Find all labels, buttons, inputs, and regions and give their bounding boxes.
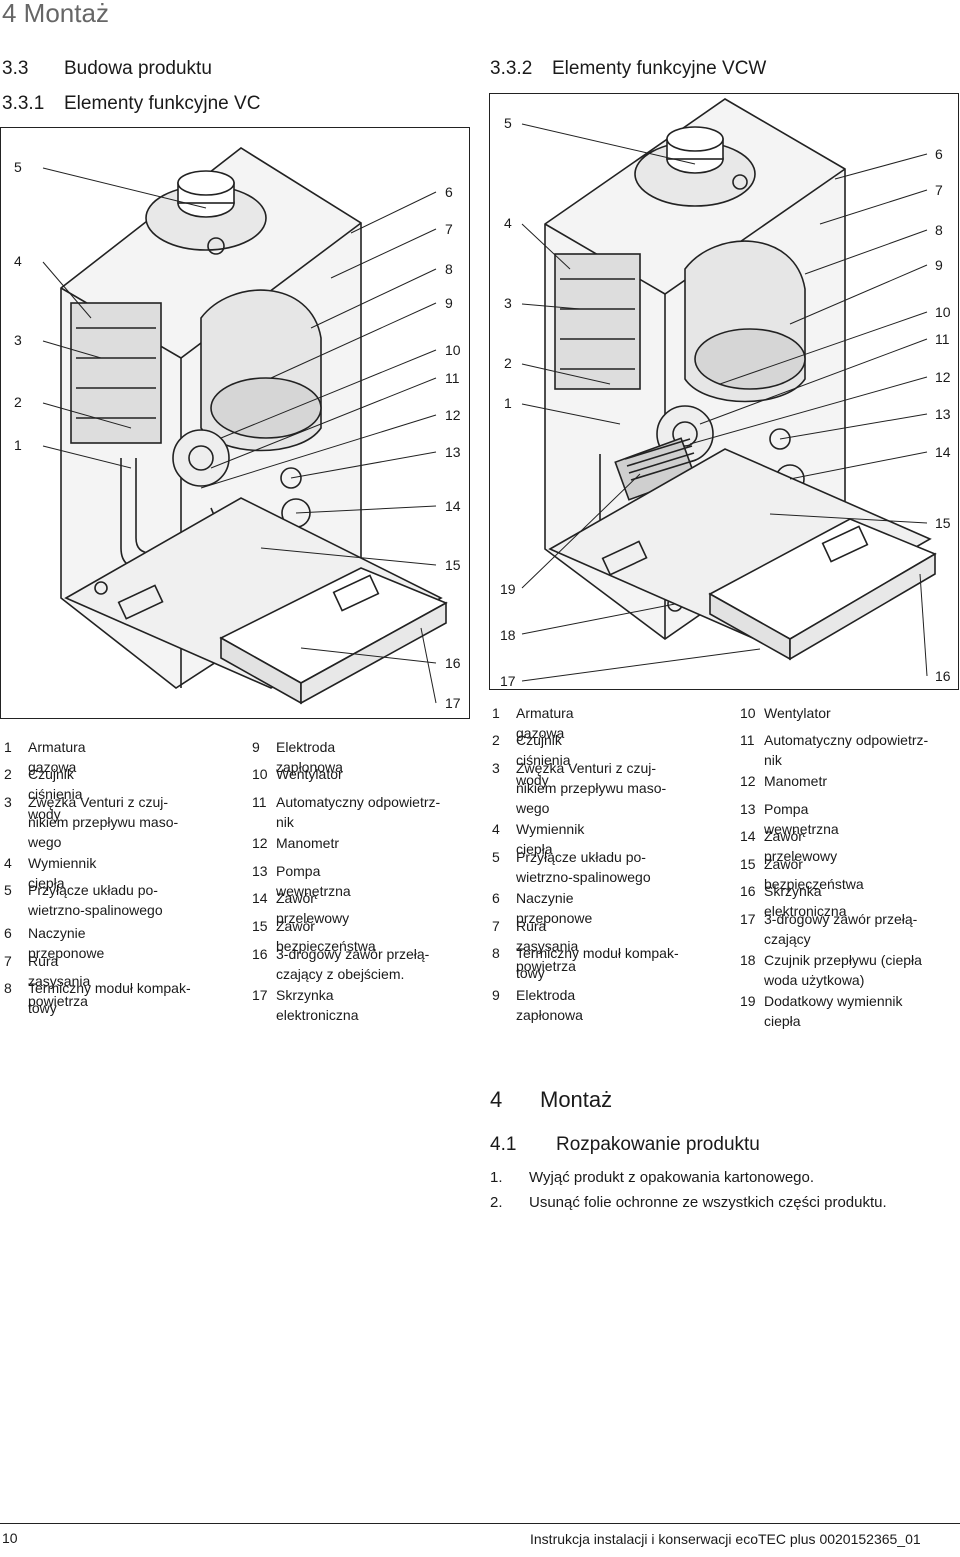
- callout-14: 14: [935, 444, 951, 460]
- callout-15: 15: [935, 515, 951, 531]
- callout-4: 4: [504, 215, 512, 231]
- step-number: 1.: [490, 1169, 503, 1186]
- boiler-vc-illustration: [42, 147, 448, 705]
- callout-1: 1: [14, 437, 22, 453]
- callout-9: 9: [445, 295, 453, 311]
- callout-1: 1: [504, 395, 512, 411]
- step-2: 2. Usunąć folie ochronne ze wszystkich cz…: [490, 1194, 887, 1211]
- section-number: 3.3: [2, 58, 29, 79]
- callout-13: 13: [935, 406, 951, 422]
- step-text: Wyjąć produkt z opakowania kartonowego.: [529, 1169, 815, 1186]
- callout-6: 6: [935, 146, 943, 162]
- callout-19: 19: [500, 581, 516, 597]
- page-number: 10: [2, 1530, 18, 1546]
- footer-text: Instrukcja instalacji i konserwacji ecoT…: [530, 1531, 921, 1547]
- callout-18: 18: [500, 627, 516, 643]
- section-4-1-heading: 4.1 Rozpakowanie produktu: [490, 1134, 760, 1156]
- callout-11: 11: [935, 331, 950, 347]
- callout-7: 7: [445, 221, 453, 237]
- callout-10: 10: [445, 342, 461, 358]
- section-3-3-heading: 3.3 Budowa produktu: [2, 58, 212, 80]
- figure-vcw: 5 4 3 2 1 6 7 8 9 10 11 12 13 14 15 19 1…: [489, 93, 959, 690]
- callout-9: 9: [935, 257, 943, 273]
- callout-5: 5: [14, 159, 22, 175]
- callout-16: 16: [935, 668, 951, 684]
- callout-8: 8: [445, 261, 453, 277]
- section-3-3-1-heading: 3.3.1 Elementy funkcyjne VC: [2, 93, 260, 115]
- section-title: Elementy funkcyjne VCW: [552, 58, 767, 79]
- callout-15: 15: [445, 557, 461, 573]
- callout-8: 8: [935, 222, 943, 238]
- callout-7: 7: [935, 182, 943, 198]
- callout-6: 6: [445, 184, 453, 200]
- callout-10: 10: [935, 304, 951, 320]
- boiler-vcw-illustration: [521, 98, 937, 682]
- callout-13: 13: [445, 444, 461, 460]
- callout-12: 12: [445, 407, 461, 423]
- step-text: Usunąć folie ochronne ze wszystkich częś…: [529, 1194, 887, 1211]
- step-1: 1. Wyjąć produkt z opakowania kartonowego…: [490, 1169, 814, 1186]
- callout-11: 11: [445, 370, 460, 386]
- section-title: Elementy funkcyjne VC: [64, 93, 261, 114]
- section-3-3-2-heading: 3.3.2 Elementy funkcyjne VCW: [490, 58, 766, 80]
- callout-16: 16: [445, 655, 461, 671]
- section-number: 4.1: [490, 1134, 517, 1155]
- callout-12: 12: [935, 369, 951, 385]
- callout-2: 2: [14, 394, 22, 410]
- section-number: 3.3.2: [490, 58, 533, 79]
- section-title: Budowa produktu: [64, 58, 212, 79]
- section-number: 3.3.1: [2, 93, 45, 114]
- callout-17: 17: [500, 673, 516, 689]
- section-title: Montaż: [540, 1087, 613, 1112]
- callout-14: 14: [445, 498, 461, 514]
- section-number: 4: [490, 1087, 503, 1112]
- section-4-heading: 4 Montaż: [490, 1087, 612, 1113]
- callout-3: 3: [504, 295, 512, 311]
- section-title: Rozpakowanie produktu: [556, 1134, 760, 1155]
- callout-2: 2: [504, 355, 512, 371]
- step-number: 2.: [490, 1194, 503, 1211]
- callout-5: 5: [504, 115, 512, 131]
- footer-rule: [0, 1523, 960, 1524]
- callout-17: 17: [445, 695, 461, 711]
- callout-4: 4: [14, 253, 22, 269]
- callout-3: 3: [14, 332, 22, 348]
- running-header: 4 Montaż: [2, 0, 109, 28]
- figure-vc: 5 4 3 2 1 6 7 8 9 10 11 12 13 14 15 16 1…: [0, 127, 470, 719]
